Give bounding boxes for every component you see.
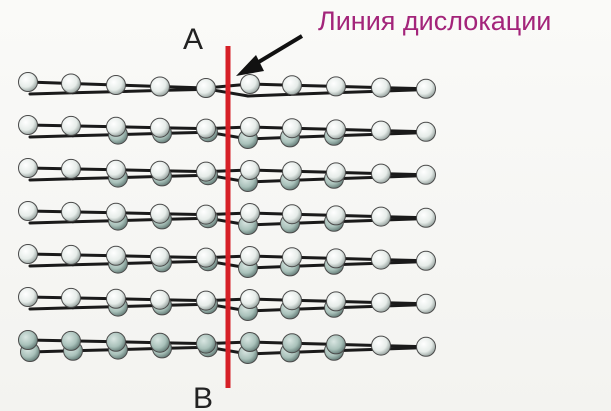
atom	[416, 293, 436, 314]
atom	[416, 121, 436, 142]
atom	[196, 118, 216, 139]
atom	[18, 72, 38, 92]
atom	[106, 245, 126, 266]
atom	[106, 202, 126, 223]
atom	[282, 161, 302, 182]
atom	[150, 117, 170, 138]
atom	[61, 73, 81, 94]
atom-back	[18, 330, 38, 350]
atom	[282, 247, 302, 268]
atom	[371, 163, 391, 184]
atom	[240, 117, 260, 137]
bond	[28, 263, 75, 268]
atom	[282, 204, 302, 225]
atom-back	[282, 333, 302, 354]
point-a-label: A	[183, 23, 203, 56]
dislocation-line-title: Линия дислокации	[318, 6, 551, 36]
atom	[150, 289, 170, 310]
atom-back	[150, 332, 170, 353]
atom	[150, 203, 170, 224]
atom	[18, 244, 38, 264]
atom	[106, 288, 126, 309]
atom	[371, 292, 391, 313]
atom	[282, 75, 302, 96]
pointer-arrow	[236, 34, 304, 76]
atom-back	[326, 334, 346, 355]
atom	[196, 78, 216, 98]
bond	[246, 92, 292, 98]
atom	[196, 204, 216, 225]
bond	[28, 134, 75, 139]
atom	[326, 205, 346, 226]
atom	[150, 76, 170, 97]
atom	[371, 120, 391, 141]
atom	[416, 250, 436, 271]
atom	[240, 289, 260, 309]
bond	[28, 306, 75, 311]
atom	[240, 160, 260, 180]
atom-back	[106, 331, 126, 352]
atom	[371, 206, 391, 227]
atom	[240, 203, 260, 223]
atom	[416, 78, 436, 99]
atom	[371, 249, 391, 270]
atom	[106, 116, 126, 137]
atom	[18, 115, 38, 135]
atom	[106, 75, 126, 95]
atom-back	[196, 333, 216, 354]
atom	[18, 158, 38, 178]
atom	[61, 287, 81, 308]
atom-back	[240, 332, 260, 352]
atom	[196, 161, 216, 182]
atom	[240, 74, 260, 94]
atom	[196, 247, 216, 268]
atom	[61, 158, 81, 179]
atom	[240, 246, 260, 266]
atom	[282, 290, 302, 311]
atom	[61, 201, 81, 222]
bond	[28, 220, 75, 225]
bond	[28, 91, 75, 96]
atoms	[18, 72, 436, 364]
atom	[18, 287, 38, 307]
point-b-label: B	[193, 382, 213, 411]
bond	[28, 177, 75, 182]
atom	[326, 291, 346, 312]
atom	[150, 160, 170, 181]
bond	[288, 91, 336, 96]
atom	[371, 335, 391, 356]
atom	[326, 76, 346, 97]
atom	[106, 159, 126, 180]
atom	[416, 164, 436, 185]
atom	[416, 207, 436, 228]
atom	[326, 162, 346, 183]
atom	[18, 201, 38, 221]
atom	[61, 244, 81, 265]
atom	[371, 77, 391, 98]
atom-back	[61, 330, 81, 351]
atom	[282, 118, 302, 139]
atom	[196, 290, 216, 311]
atom	[326, 248, 346, 269]
atom	[416, 336, 436, 357]
atom	[326, 119, 346, 140]
atom	[61, 115, 81, 136]
atom	[150, 246, 170, 267]
